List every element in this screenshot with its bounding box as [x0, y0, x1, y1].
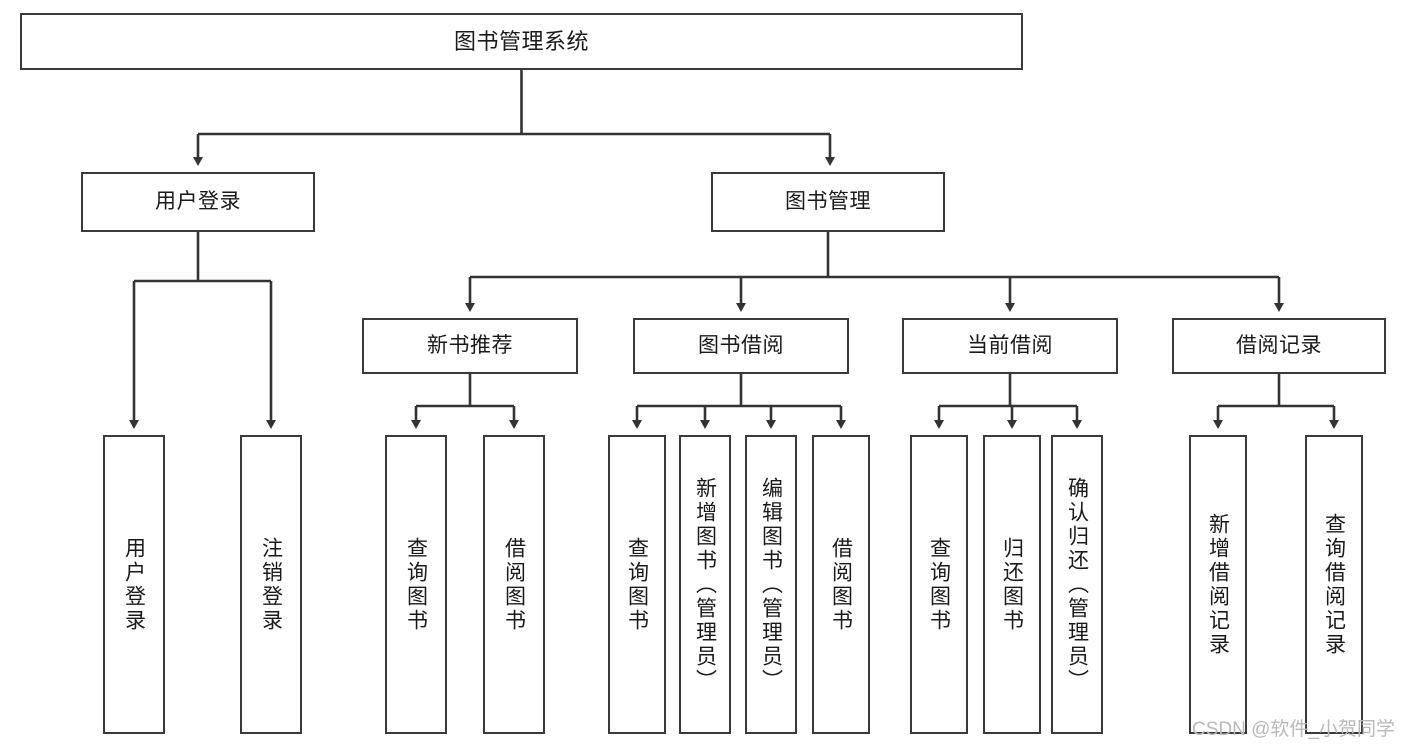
node-book-borrow-label: 图书借阅	[698, 333, 784, 357]
node-user-login[interactable]: 用户登录	[81, 172, 315, 232]
node-root-label: 图书管理系统	[453, 28, 589, 54]
leaf-cb-confirm-return[interactable]: 确认归还（管理员）	[1051, 435, 1103, 734]
node-user-login-label: 用户登录	[155, 189, 241, 213]
leaf-bb-add-book-label: 新增图书（管理员）	[693, 476, 717, 693]
node-current-borrow-label: 当前借阅	[967, 333, 1053, 357]
leaf-cb-query-book-label: 查询图书	[927, 536, 951, 633]
leaf-cb-return-book[interactable]: 归还图书	[983, 435, 1041, 734]
leaf-user-logout-label: 注销登录	[259, 536, 283, 633]
leaf-user-logout[interactable]: 注销登录	[240, 435, 302, 734]
node-borrow-record-label: 借阅记录	[1236, 333, 1322, 357]
leaf-user-login-label: 用户登录	[122, 536, 146, 633]
node-current-borrow[interactable]: 当前借阅	[902, 318, 1118, 374]
leaf-rec-query-book-label: 查询图书	[404, 536, 428, 633]
leaf-rec-borrow-book[interactable]: 借阅图书	[483, 435, 545, 734]
leaf-bb-edit-book-label: 编辑图书（管理员）	[759, 476, 783, 693]
leaf-rec-borrow-book-label: 借阅图书	[502, 536, 526, 633]
leaf-br-query-record[interactable]: 查询借阅记录	[1305, 435, 1363, 734]
leaf-br-add-record[interactable]: 新增借阅记录	[1189, 435, 1247, 734]
leaf-rec-query-book[interactable]: 查询图书	[385, 435, 447, 734]
node-borrow-record[interactable]: 借阅记录	[1172, 318, 1386, 374]
node-new-book-recommend[interactable]: 新书推荐	[362, 318, 578, 374]
leaf-bb-borrow-book-label: 借阅图书	[829, 536, 853, 633]
leaf-bb-borrow-book[interactable]: 借阅图书	[812, 435, 870, 734]
leaf-br-query-record-label: 查询借阅记录	[1322, 512, 1346, 657]
leaf-bb-edit-book[interactable]: 编辑图书（管理员）	[745, 435, 797, 734]
leaf-user-login[interactable]: 用户登录	[103, 435, 165, 734]
leaf-cb-return-book-label: 归还图书	[1000, 536, 1024, 633]
node-book-manage-label: 图书管理	[785, 189, 871, 213]
leaf-cb-query-book[interactable]: 查询图书	[910, 435, 968, 734]
leaf-cb-confirm-return-label: 确认归还（管理员）	[1065, 476, 1089, 693]
leaf-bb-query-book[interactable]: 查询图书	[608, 435, 666, 734]
leaf-br-add-record-label: 新增借阅记录	[1206, 512, 1230, 657]
node-root[interactable]: 图书管理系统	[20, 13, 1023, 70]
leaf-bb-add-book[interactable]: 新增图书（管理员）	[679, 435, 731, 734]
node-book-manage[interactable]: 图书管理	[711, 172, 945, 232]
node-new-book-recommend-label: 新书推荐	[427, 333, 513, 357]
leaf-bb-query-book-label: 查询图书	[625, 536, 649, 633]
node-book-borrow[interactable]: 图书借阅	[633, 318, 849, 374]
